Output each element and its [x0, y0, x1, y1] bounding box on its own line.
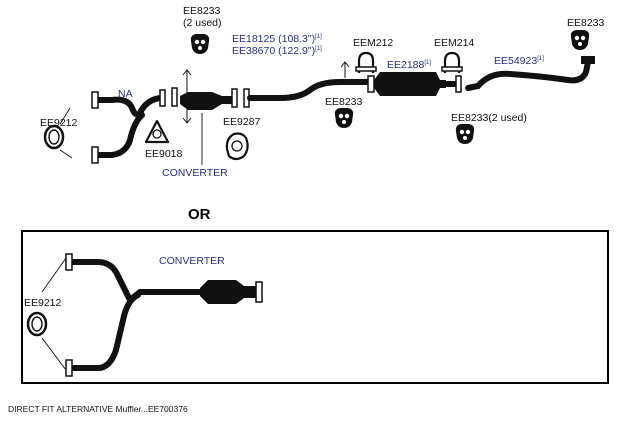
- arrow-icon: [340, 61, 350, 78]
- label-ee9287: EE9287: [223, 116, 261, 128]
- label-ee2188: EE2188[1]: [387, 59, 432, 71]
- ring-gasket-icon: [43, 124, 65, 150]
- alt-y-pipe: [69, 259, 203, 371]
- label-ee38670: EE38670 (122.9")[1]: [232, 45, 322, 57]
- y-pipe-flanges: [91, 87, 178, 164]
- label-ee9018: EE9018: [145, 148, 183, 160]
- label-ee8233-mid: EE8233: [325, 96, 363, 108]
- label-ee8233-top: EE8233: [183, 5, 221, 17]
- or-heading: OR: [188, 206, 211, 223]
- label-converter-alt: CONVERTER: [159, 255, 225, 267]
- tailpipe-tip: [581, 56, 595, 64]
- clamp-icon: [440, 51, 464, 75]
- leader-lines-alt: [41, 257, 67, 371]
- y-pipe-front: [94, 95, 163, 158]
- oval-flange-gasket-icon: [225, 132, 249, 161]
- label-ee8233-right-2used: EE8233(2 used): [451, 112, 527, 124]
- label-ee9212-alt: EE9212: [24, 297, 62, 309]
- label-ee8233-top-note: (2 used): [183, 17, 222, 29]
- intermediate-pipe: [247, 79, 371, 101]
- hanger-icon: [190, 34, 210, 54]
- triangle-flange-gasket-icon: [144, 119, 170, 144]
- hanger-icon: [455, 124, 475, 144]
- footer-note: DIRECT FIT ALTERNATIVE Muffler...EE70037…: [8, 404, 188, 414]
- label-ee54923: EE54923[1]: [494, 55, 544, 67]
- alternative-system-frame: [21, 230, 609, 384]
- tailpipe: [443, 59, 591, 91]
- alt-pipe-ends: [65, 253, 73, 377]
- clamp-icon: [354, 51, 378, 75]
- up-down-arrow-icon: [182, 69, 192, 124]
- label-na: NA: [118, 88, 133, 100]
- label-converter-top: CONVERTER: [162, 167, 228, 179]
- tailpipe-flange: [455, 75, 462, 93]
- muffler-top: [367, 72, 446, 96]
- alt-catalytic-converter: [200, 280, 263, 304]
- label-ee18125: EE18125 (108.3")[1]: [232, 33, 322, 45]
- leader-lines-top: [59, 107, 203, 165]
- label-ee9212-top: EE9212: [40, 117, 78, 129]
- catalytic-converter-top: [180, 88, 250, 110]
- label-ee8233-far-right: EE8233: [567, 17, 605, 29]
- hanger-icon: [334, 108, 354, 128]
- label-eem212: EEM212: [353, 37, 394, 49]
- label-eem214: EEM214: [434, 37, 475, 49]
- hanger-icon: [570, 30, 590, 50]
